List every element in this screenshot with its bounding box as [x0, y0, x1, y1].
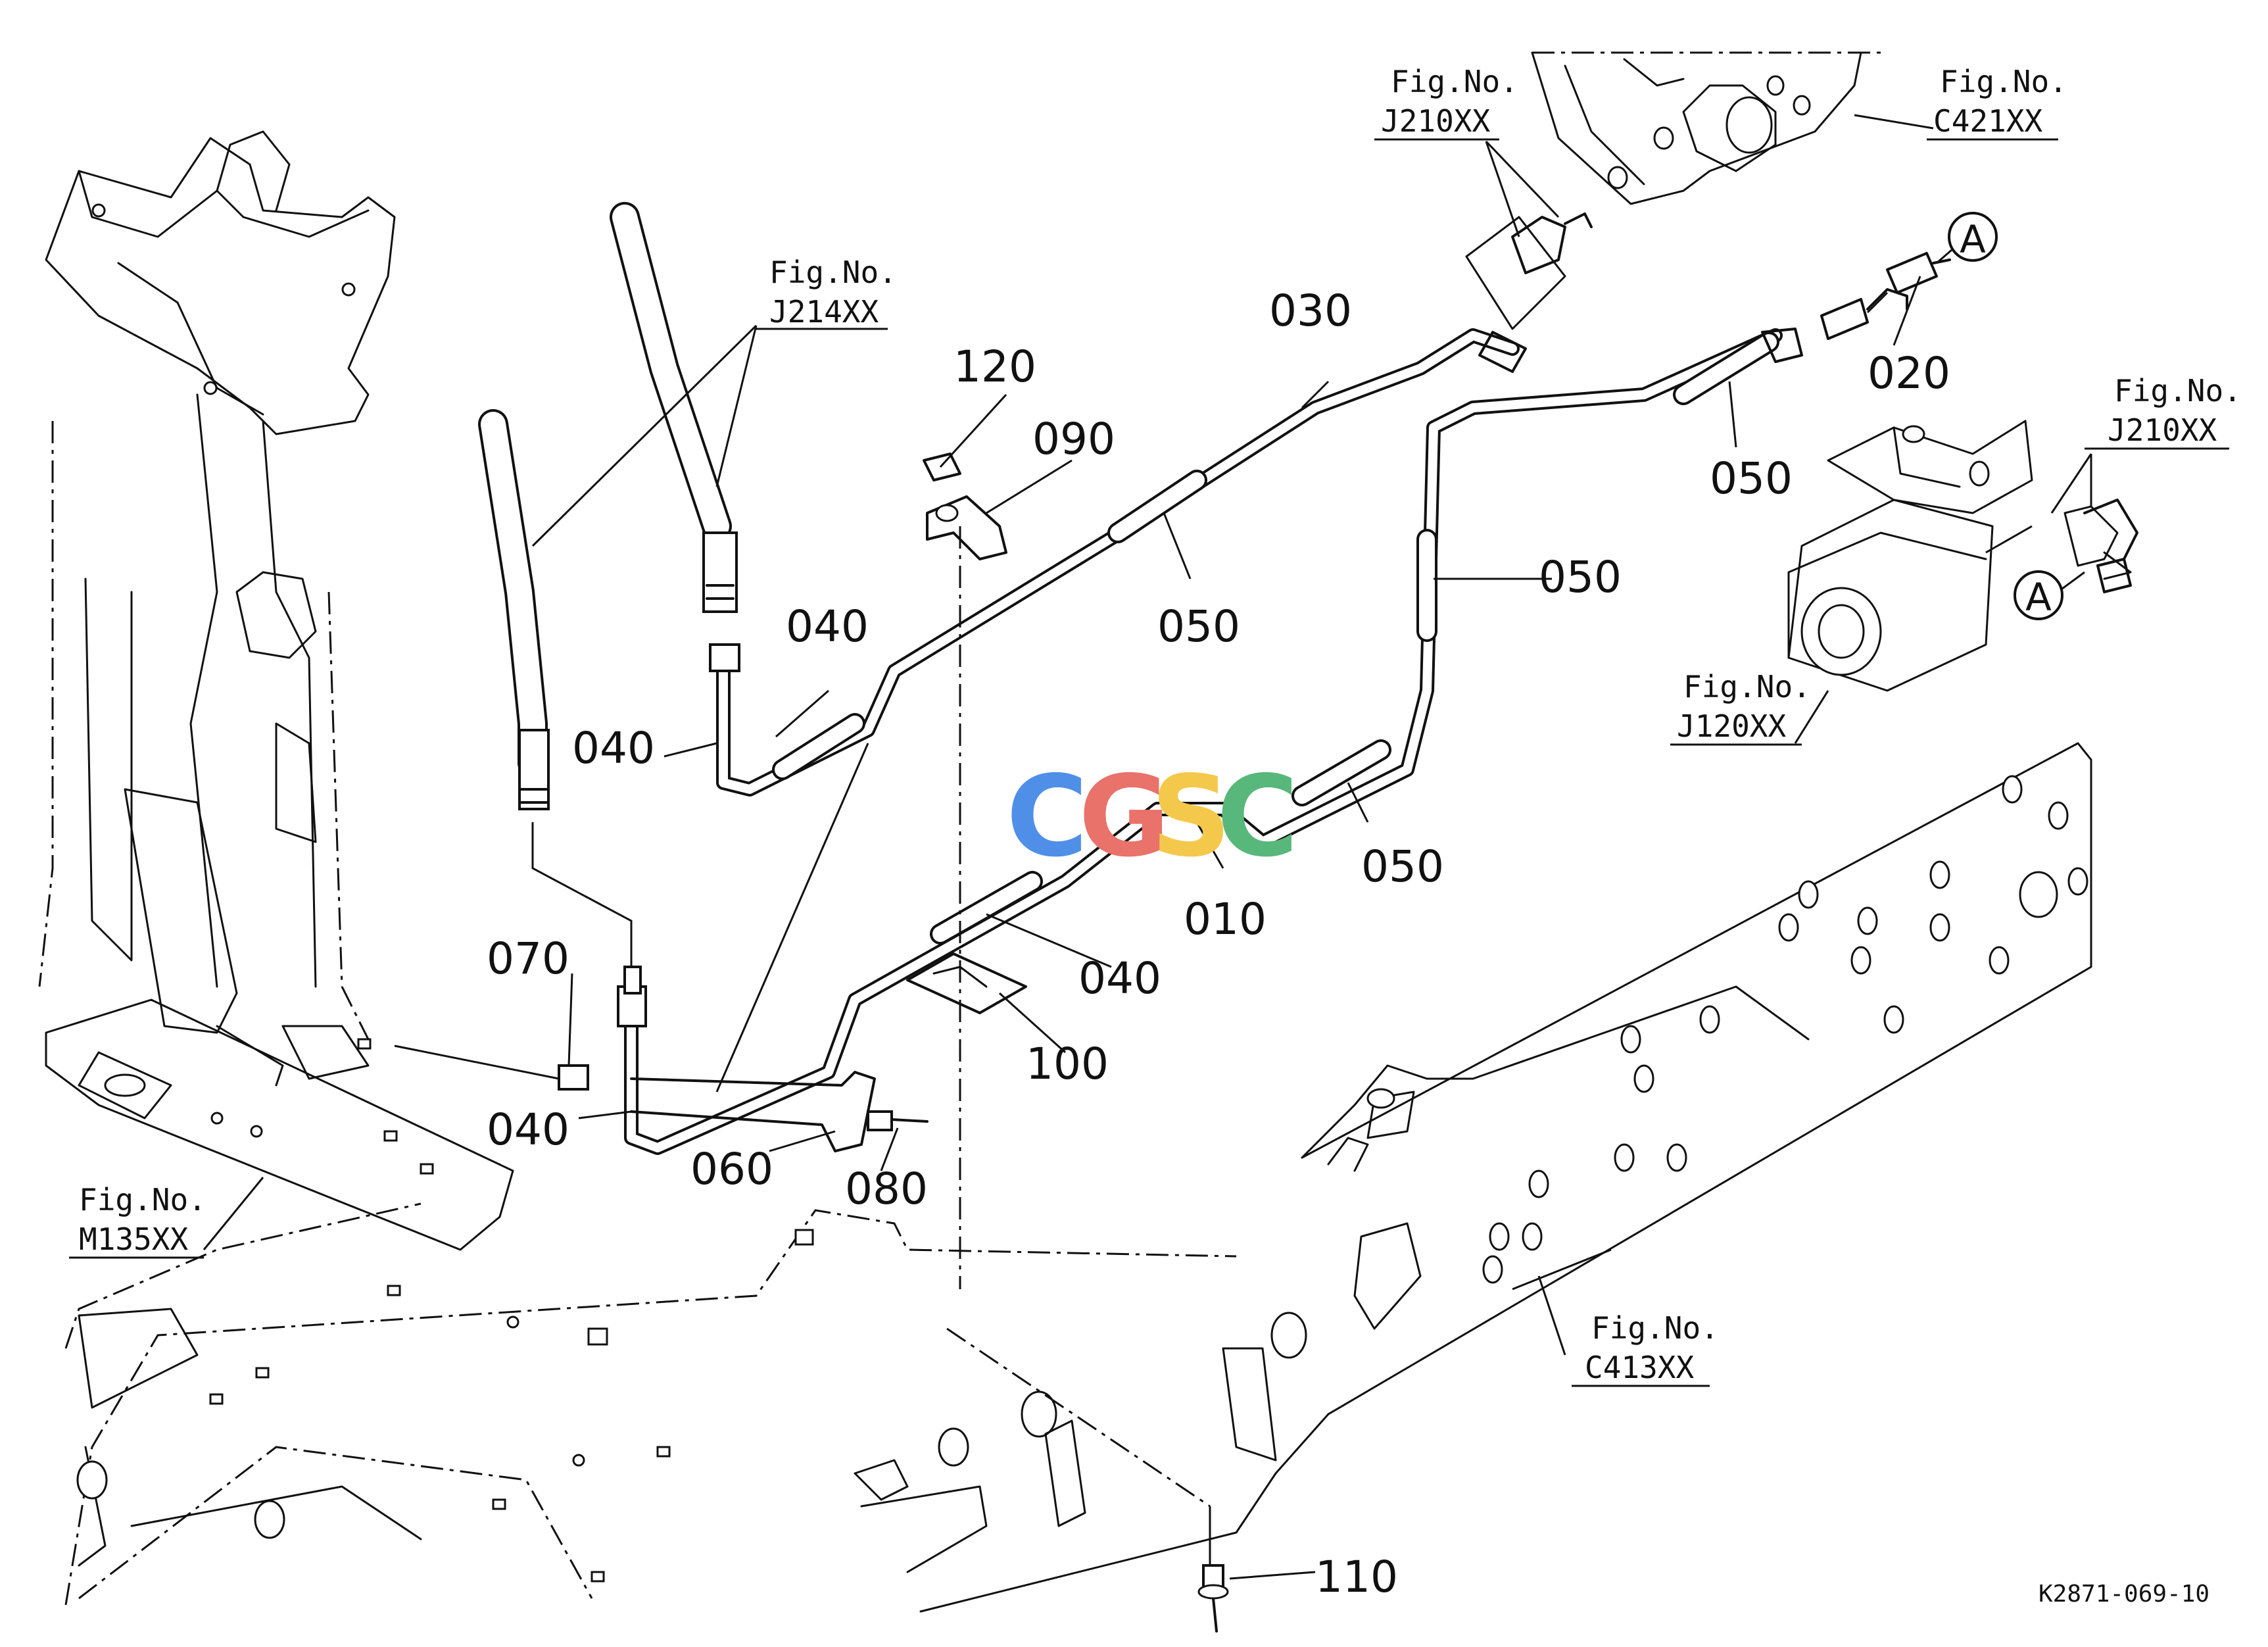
part-labels: 010 020 030 040 040 040 040 050 050 050 … — [487, 285, 1950, 1602]
svg-text:Fig.No.: Fig.No. — [79, 1182, 206, 1217]
part-label-110: 110 — [1315, 1552, 1398, 1602]
connector-j210-top — [1465, 212, 1593, 330]
svg-text:Fig.No.: Fig.No. — [769, 255, 897, 290]
part-label-040-left: 040 — [572, 723, 655, 774]
svg-text:J210XX: J210XX — [1381, 103, 1490, 139]
watermark-letter-s: S — [1151, 752, 1231, 882]
fig-ref-j214: Fig.No. J214XX — [756, 255, 897, 330]
callout-a-right: A — [2014, 570, 2085, 620]
part-label-030: 030 — [1269, 285, 1352, 336]
hydraulic-hoses — [478, 202, 738, 810]
watermark-letter-g: G — [1078, 752, 1170, 882]
connector-j210-right — [2083, 499, 2138, 593]
left-bracket-frame — [38, 130, 396, 1040]
svg-text:A: A — [1960, 217, 1986, 262]
clamp-090 — [926, 495, 1007, 560]
part-label-050-a: 050 — [1157, 601, 1240, 652]
fig-ref-m135: Fig.No. M135XX — [69, 1182, 206, 1259]
figure-references: Fig.No. J214XX Fig.No. J210XX Fig.No. C4… — [69, 64, 2242, 1387]
part-label-020: 020 — [1868, 348, 1950, 399]
transmission-housing — [1531, 51, 1881, 205]
svg-text:J214XX: J214XX — [769, 294, 879, 330]
watermark-logo: C G S C — [1006, 752, 1299, 882]
bolt-110 — [1197, 1564, 1229, 1633]
callout-a-top: A — [1936, 212, 1998, 264]
hydraulic-pump — [1787, 420, 2132, 692]
part-label-040-top: 040 — [786, 601, 869, 652]
nut-120 — [923, 453, 961, 481]
svg-text:Fig.No.: Fig.No. — [1683, 669, 1811, 704]
part-label-050-c: 050 — [1539, 552, 1622, 602]
step-platform — [45, 998, 514, 1251]
part-label-100: 100 — [1026, 1039, 1109, 1089]
connection-lines — [394, 822, 1211, 1565]
watermark-letter-c1: C — [1006, 752, 1088, 882]
fig-ref-j210-top: Fig.No. J210XX — [1374, 64, 1518, 141]
svg-text:C421XX: C421XX — [1933, 103, 2042, 139]
part-label-040-mid: 040 — [1078, 953, 1161, 1004]
leader-lines — [203, 114, 2092, 1580]
coupling-020 — [1820, 252, 1951, 340]
svg-text:A: A — [2025, 575, 2052, 620]
pipe-fitting-040-top — [709, 643, 740, 672]
part-label-060: 060 — [690, 1144, 773, 1194]
svg-text:Fig.No.: Fig.No. — [1940, 64, 2067, 99]
fig-ref-c413: Fig.No. C413XX — [1572, 1310, 1719, 1387]
part-label-070: 070 — [487, 933, 569, 984]
spacer-070 — [558, 1064, 589, 1091]
svg-text:Fig.No.: Fig.No. — [1591, 1310, 1719, 1346]
pipe-assembly — [617, 328, 1803, 1155]
side-rail — [854, 742, 2092, 1613]
drawing-code: K2871-069-10 — [2039, 1581, 2209, 1608]
part-label-040-bottom: 040 — [487, 1104, 569, 1155]
svg-text:Fig.No.: Fig.No. — [1391, 64, 1518, 99]
part-label-080: 080 — [845, 1164, 928, 1214]
part-label-050-b: 050 — [1710, 453, 1793, 504]
fig-ref-c421: Fig.No. C421XX — [1927, 64, 2067, 141]
part-label-090: 090 — [1032, 414, 1115, 464]
fig-ref-j120: Fig.No. J120XX — [1670, 669, 1811, 746]
svg-text:J120XX: J120XX — [1677, 708, 1786, 744]
svg-text:J210XX: J210XX — [2108, 412, 2217, 448]
watermark-letter-c2: C — [1217, 752, 1299, 882]
part-label-120: 120 — [953, 341, 1036, 392]
bolt-080 — [867, 1110, 929, 1131]
svg-text:M135XX: M135XX — [79, 1221, 188, 1257]
fig-ref-j210-right: Fig.No. J210XX — [2085, 373, 2242, 450]
svg-text:C413XX: C413XX — [1585, 1350, 1694, 1385]
part-label-010: 010 — [1184, 894, 1267, 945]
hose-fitting-left — [518, 729, 550, 810]
chassis-frame — [64, 1202, 1237, 1606]
part-label-050-d: 050 — [1361, 841, 1444, 892]
svg-text:Fig.No.: Fig.No. — [2114, 373, 2242, 408]
